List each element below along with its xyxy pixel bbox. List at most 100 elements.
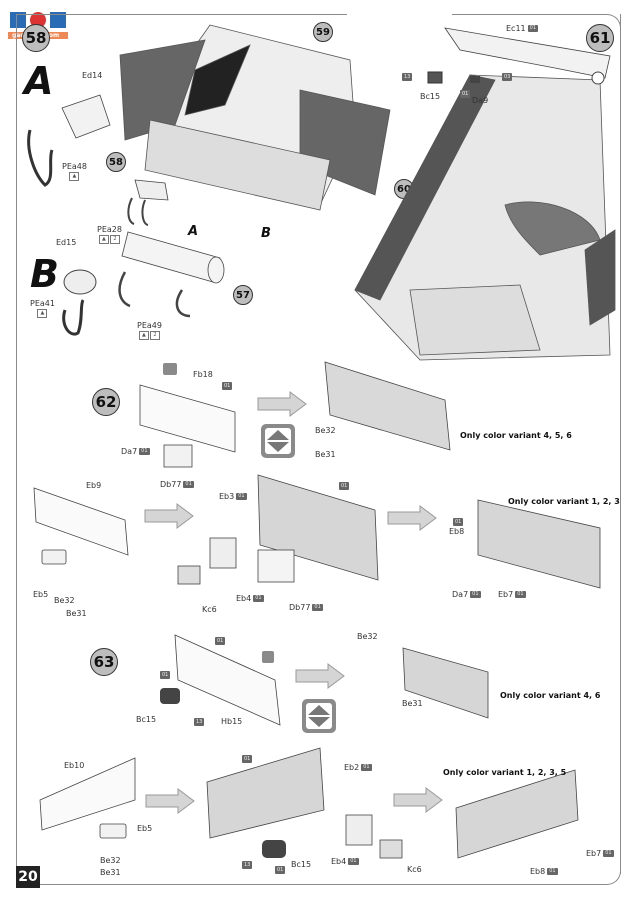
color-tag: 01 [361, 764, 372, 771]
next-step-arrow-icon [387, 505, 437, 531]
label-hb15: Hb15 [221, 717, 243, 726]
color-tag: 01 [139, 448, 150, 455]
next-step-arrow-icon [144, 503, 194, 529]
part-58-bracket [134, 179, 169, 201]
chain-pea48 [27, 129, 54, 187]
label-db77-a-text: Db77 [289, 603, 311, 612]
next-step-arrow-icon [145, 788, 195, 814]
label-eb4-a-text: Eb4 [236, 594, 252, 603]
subassembly-a-label: A [24, 59, 54, 103]
label-pea28: PEa28▲2 [97, 226, 122, 244]
label-be32-b: Be32 [100, 856, 121, 865]
label-pea41: PEa41▲ [30, 300, 55, 318]
color-tag: 01 [527, 25, 539, 32]
step-badge-63: 63 [90, 648, 118, 676]
part-kc6-b-drawing [379, 839, 403, 859]
frame-right [620, 14, 621, 874]
color-tag-01: 01 [453, 518, 464, 526]
frame-top-left [16, 14, 347, 345]
part-bc15-b-drawing [262, 840, 286, 858]
label-eb4-b-text: Eb4 [331, 857, 347, 866]
flip-over-icon [261, 424, 295, 458]
color-tag-01: 01 [460, 90, 471, 98]
label-fb18: Fb18 [193, 370, 213, 379]
next-step-arrow-icon [257, 391, 307, 417]
color-tag-13: 13 [402, 73, 413, 81]
label-eb10: Eb10 [64, 761, 85, 770]
label-da7-62-text: Da7 [121, 447, 138, 456]
panel-assembly-a [257, 474, 379, 581]
next-step-arrow-icon [393, 787, 443, 813]
label-pea28-text: PEa28 [97, 225, 122, 234]
label-db77-62-text: Db77 [160, 480, 182, 489]
panel-62-result [324, 361, 451, 451]
variant-note-456: Only color variant 4, 5, 6 [460, 431, 572, 440]
panel-63-result [402, 647, 489, 719]
part-57-cylinder-drawing [121, 231, 225, 284]
label-bc15-b: Bc15 [291, 860, 312, 869]
photo-etch-icon: ▲ [98, 235, 109, 244]
part-hb15-drawing [174, 634, 281, 726]
part-ed14-drawing [61, 94, 111, 139]
step-badge-61: 61 [586, 24, 614, 52]
label-eb7-b-text: Eb7 [586, 849, 602, 858]
color-tag-01: 01 [275, 866, 286, 874]
clamp-pea49-left [118, 271, 131, 308]
clamp-pea28-1 [127, 197, 135, 225]
step-badge-59: 59 [313, 22, 333, 42]
step-badge-62: 62 [92, 388, 120, 416]
step-badge-57: 57 [233, 285, 253, 305]
panel-assembly-b-result [455, 769, 579, 859]
photo-etch-icon: ▲ [69, 172, 80, 181]
label-da7-a-text: Da7 [452, 590, 469, 599]
part-eb9-drawing [33, 487, 129, 556]
part-fb18-drawing [139, 384, 236, 453]
flip-over-icon [302, 699, 336, 733]
next-step-arrow-icon [295, 663, 345, 689]
part-db77-62-drawing [163, 444, 193, 468]
label-eb9: Eb9 [86, 481, 102, 490]
label-pea49: PEa49▲2 [137, 322, 162, 340]
label-eb5-b: Eb5 [137, 824, 153, 833]
quantity-2-icon: 2 [109, 235, 120, 244]
part-eb10-drawing [39, 757, 136, 831]
part-eb4-b-drawing [345, 814, 373, 846]
color-tag: 01 [470, 591, 481, 598]
label-kc6-b: Kc6 [407, 865, 422, 874]
label-ec11-text: Ec11 [506, 24, 526, 33]
hull-engine-deck-drawing [119, 24, 391, 211]
color-tag: 01 [603, 850, 614, 857]
label-be31-a: Be31 [66, 609, 87, 618]
color-tag-01: 01 [215, 637, 226, 645]
photo-etch-icon: ▲ [138, 331, 149, 340]
label-pea48-text: PEa48 [62, 162, 87, 171]
label-be31-62: Be31 [315, 450, 336, 459]
label-eb3-text: Eb3 [219, 492, 235, 501]
part-ec11-drawing [444, 27, 611, 79]
color-tag: 01 [515, 591, 526, 598]
variant-note-1235: Only color variant 1, 2, 3, 5 [443, 768, 567, 777]
part-db77-a-drawing [257, 549, 295, 583]
step-badge-58: 58 [106, 152, 126, 172]
page-number: 20 [16, 866, 40, 888]
subassembly-b-ref: B [261, 226, 271, 241]
label-be32-62: Be32 [315, 426, 336, 435]
color-tag-01: 01 [339, 482, 350, 490]
label-pea49-text: PEa49 [137, 321, 162, 330]
label-pea48: PEa48▲ [62, 163, 87, 181]
color-tag: 01 [312, 604, 323, 611]
quantity-2-icon: 2 [149, 331, 160, 340]
color-tag-13: 13 [194, 718, 205, 726]
part-ed15-drawing [63, 269, 97, 295]
subassembly-b-label: B [30, 252, 59, 296]
label-be31-63: Be31 [402, 699, 423, 708]
panel-assembly-a-result [477, 499, 601, 589]
